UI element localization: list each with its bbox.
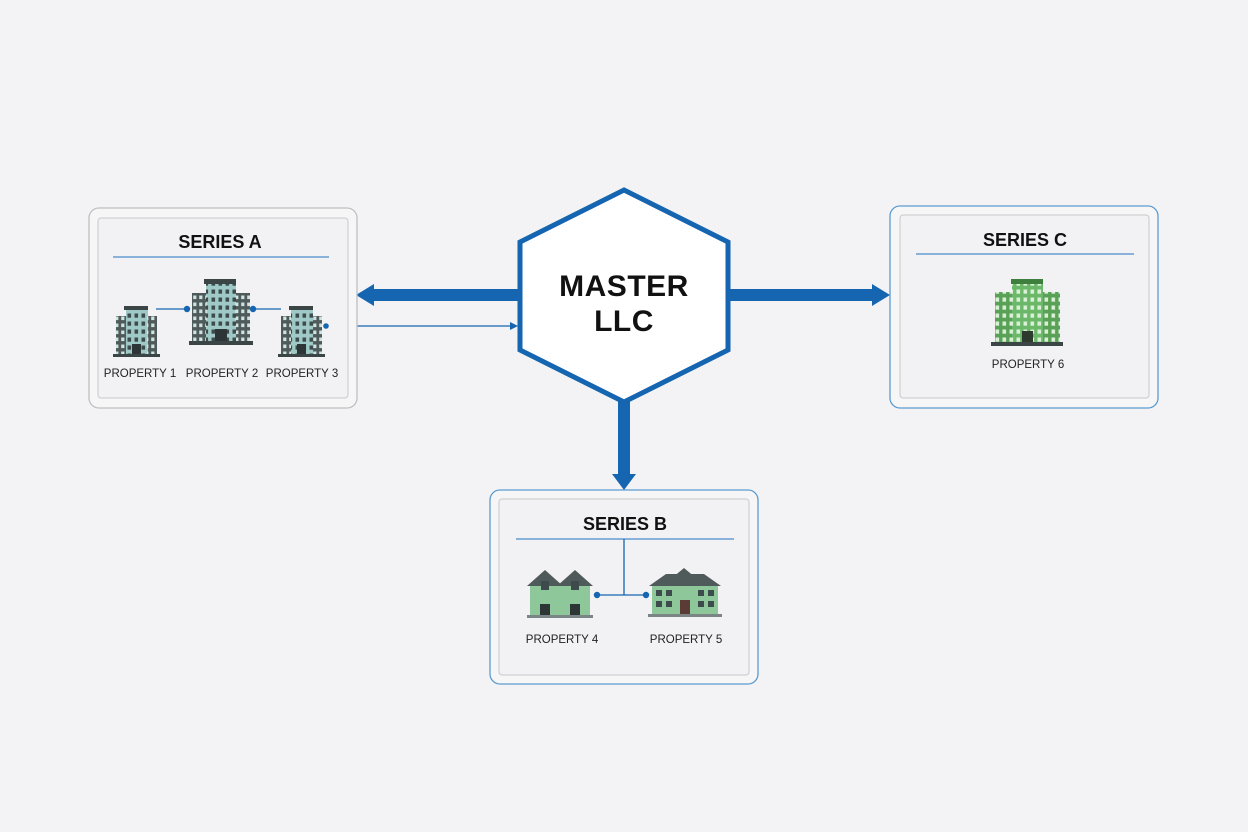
property-5-label: PROPERTY 5 bbox=[650, 634, 722, 646]
master-title-line2: LLC bbox=[594, 305, 654, 338]
office-building-icon bbox=[991, 279, 1063, 346]
series-c-title: SERIES C bbox=[983, 230, 1067, 250]
property-4[interactable]: PROPERTY 4 bbox=[526, 570, 599, 646]
property-1[interactable]: PROPERTY 1 bbox=[104, 306, 176, 380]
property-2[interactable]: PROPERTY 2 bbox=[186, 279, 258, 380]
property-5[interactable]: PROPERTY 5 bbox=[648, 568, 722, 646]
townhouse-icon bbox=[527, 570, 593, 618]
property-4-label: PROPERTY 4 bbox=[526, 634, 599, 646]
series-c-card[interactable]: SERIES C PROPERTY 6 bbox=[889, 205, 1159, 409]
master-title-line1: MASTER bbox=[559, 270, 689, 303]
house-icon bbox=[648, 568, 722, 617]
series-a-title: SERIES A bbox=[178, 232, 261, 252]
property-2-label: PROPERTY 2 bbox=[186, 368, 258, 380]
office-building-icon bbox=[278, 306, 325, 357]
series-b-title: SERIES B bbox=[583, 514, 667, 534]
series-b-card[interactable]: SERIES B PROPERTY 4 bbox=[489, 489, 759, 685]
property-6-label: PROPERTY 6 bbox=[992, 359, 1064, 371]
property-1-label: PROPERTY 1 bbox=[104, 368, 176, 380]
arrow-master-to-series-b bbox=[612, 398, 636, 490]
office-building-icon bbox=[189, 279, 253, 345]
master-llc-node[interactable]: MASTER LLC bbox=[517, 187, 731, 405]
office-building-icon bbox=[113, 306, 160, 357]
property-3-label: PROPERTY 3 bbox=[266, 368, 338, 380]
series-a-card[interactable]: SERIES A PROPERTY 1 bbox=[88, 207, 358, 409]
arrow-master-to-series-c bbox=[726, 284, 890, 306]
property-3[interactable]: PROPERTY 3 bbox=[266, 306, 338, 380]
arrow-master-to-series-a bbox=[356, 284, 522, 306]
connector-arrows bbox=[326, 284, 890, 490]
master-hexagon bbox=[517, 187, 731, 405]
property-6[interactable]: PROPERTY 6 bbox=[991, 279, 1064, 371]
